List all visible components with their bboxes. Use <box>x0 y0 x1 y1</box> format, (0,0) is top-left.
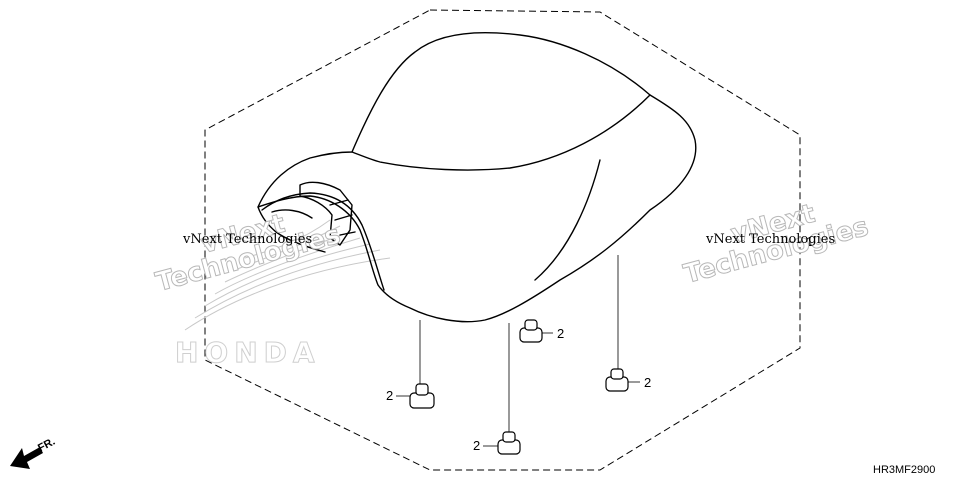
callout-label-seat[interactable]: 1 <box>806 234 814 249</box>
seat-top-ridge <box>351 94 651 171</box>
seat-rim-inner <box>261 192 385 291</box>
honda-wordmark-watermark: HONDA <box>175 336 321 369</box>
seat-underside-bracket <box>299 181 353 246</box>
watermark-text: vNext Technologies <box>183 232 313 247</box>
callout-label-cushion[interactable]: 2 <box>386 388 394 403</box>
honda-logo-watermark <box>184 219 391 331</box>
assembly-boundary <box>204 9 801 471</box>
seat-side-crease <box>534 159 601 281</box>
leader-lines <box>396 241 805 447</box>
watermark-text: vNext Technologies <box>706 232 836 247</box>
callout-label-cushion[interactable]: 2 <box>473 438 481 453</box>
diagram-code: HR3MF2900 <box>873 464 936 476</box>
rubber-cushion-a[interactable] <box>519 319 543 343</box>
callout-label-cushion[interactable]: 2 <box>557 326 565 341</box>
rubber-cushion-c[interactable] <box>497 431 521 455</box>
seat-rim-lower <box>257 206 326 253</box>
rubber-cushion-d[interactable] <box>605 368 629 392</box>
front-direction-arrow-icon <box>10 447 43 469</box>
seat-outer-outline <box>257 31 697 323</box>
callout-label-cushion[interactable]: 2 <box>644 375 652 390</box>
rubber-cushion-b[interactable] <box>409 383 435 409</box>
seat[interactable] <box>257 31 697 323</box>
